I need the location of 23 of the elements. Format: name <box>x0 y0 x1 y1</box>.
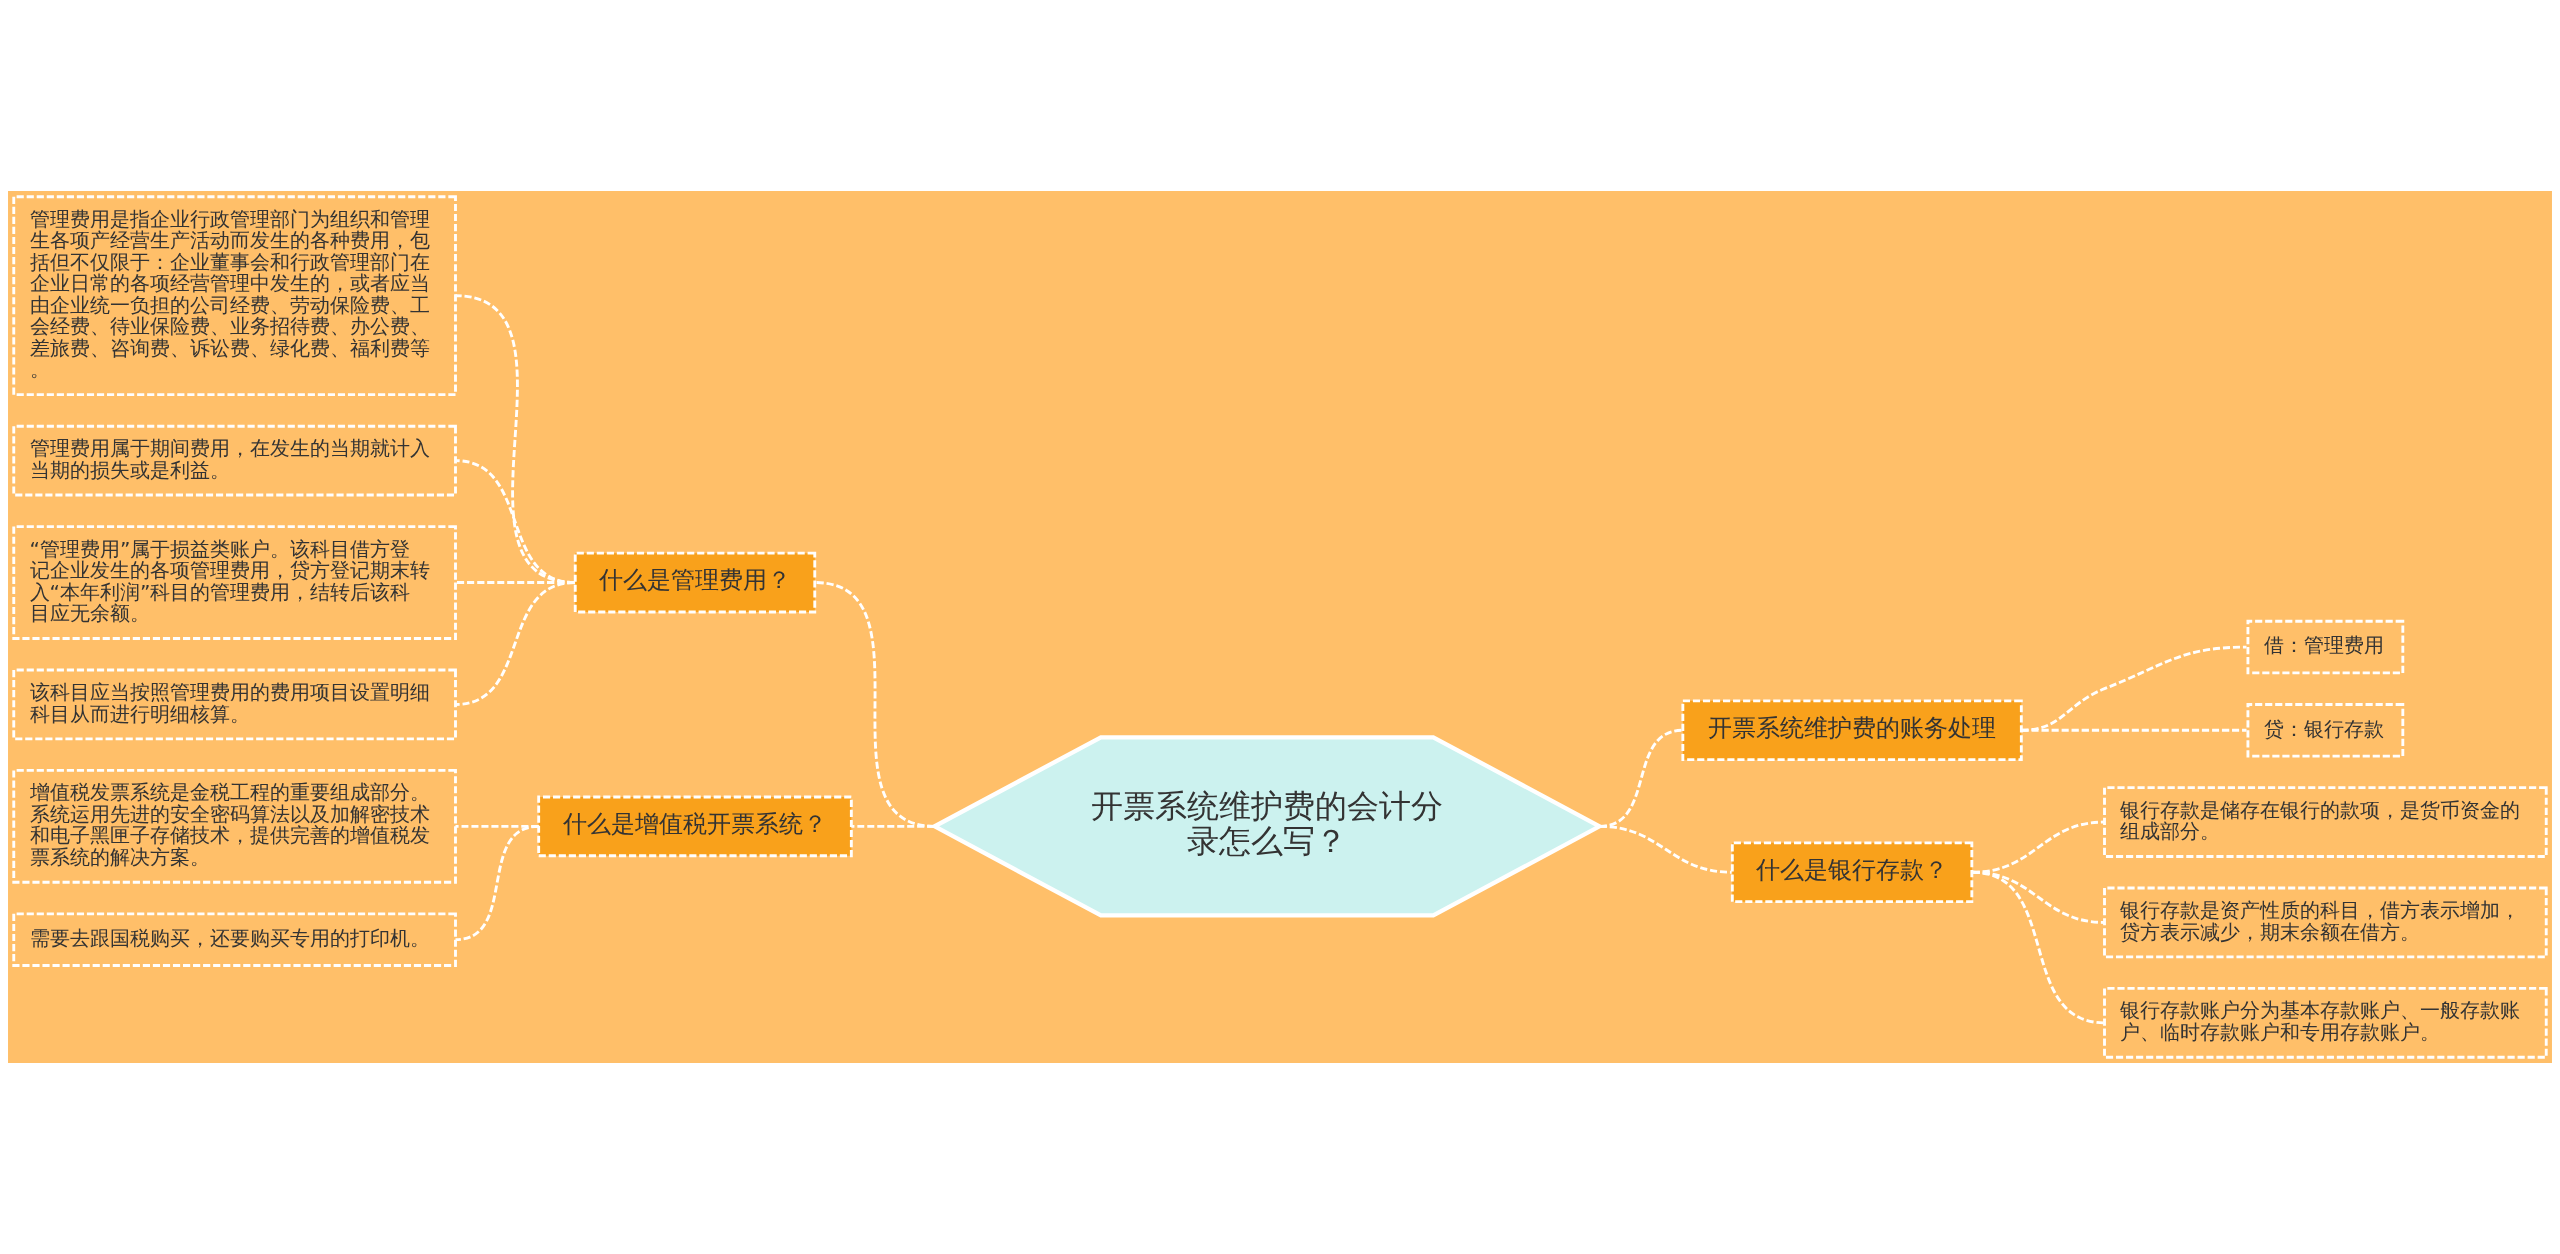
node-box: 管理费用是指企业行政管理部门为组织和管理生各项产经营生产活动而发生的各种费用，包括但不仅限于：企业董事会和行政管理部门在企业日常的各项经营管理中发生的，或者应当由企业统一负担的公司经费、劳动保险费、工会经费、待业保险费、业务招待费、办公费、差旅费、咨询费、诉讼费、绿化费、福利费等。 <box>12 195 457 397</box>
node-box: 什么是增值税开票系统？ <box>537 795 853 858</box>
node-box: 什么是银行存款？ <box>1730 841 1974 904</box>
node-box: 需要去跟国税购买，还要购买专用的打印机。 <box>12 912 457 967</box>
connector <box>1599 824 1732 874</box>
node-box: 银行存款账户分为基本存款账户、一般存款账户、临时存款账户和专用存款账户。 <box>2103 987 2548 1059</box>
node-box: 贷：银行存款 <box>2246 703 2405 758</box>
node-box: 银行存款是资产性质的科目，借方表示增加，贷方表示减少，期末余额在借方。 <box>2103 886 2548 959</box>
node-box: 增值税发票系统是金税工程的重要组成部分。系统运用先进的安全密码算法以及加解密技术和电子黑匣子存储技术，提供完善的增值税发票系统的解决方案。 <box>12 769 457 884</box>
connector <box>2021 645 2247 732</box>
node-box: “管理费用”属于损益类账户。该科目借方登记企业发生的各项管理费用，贷方登记期末转入“本年利润”科目的管理费用，结转后该科目应无余额。 <box>12 525 457 640</box>
node-box: 管理费用属于期间费用，在发生的当期就计入当期的损失或是利益。 <box>12 424 457 497</box>
node-box: 什么是管理费用？ <box>573 551 817 614</box>
node-box: 开票系统维护费的账务处理 <box>1681 699 2023 762</box>
node-box: 银行存款是储存在银行的款项，是货币资金的组成部分。 <box>2103 786 2548 858</box>
connector <box>455 824 539 942</box>
connector <box>2021 728 2247 732</box>
node-box: 借：管理费用 <box>2246 619 2405 675</box>
connector <box>455 581 575 706</box>
connector <box>851 824 935 828</box>
connector <box>815 581 935 828</box>
node-box: 该科目应当按照管理费用的费用项目设置明细科目从而进行明细核算。 <box>12 668 457 741</box>
connector <box>1972 870 2105 1025</box>
